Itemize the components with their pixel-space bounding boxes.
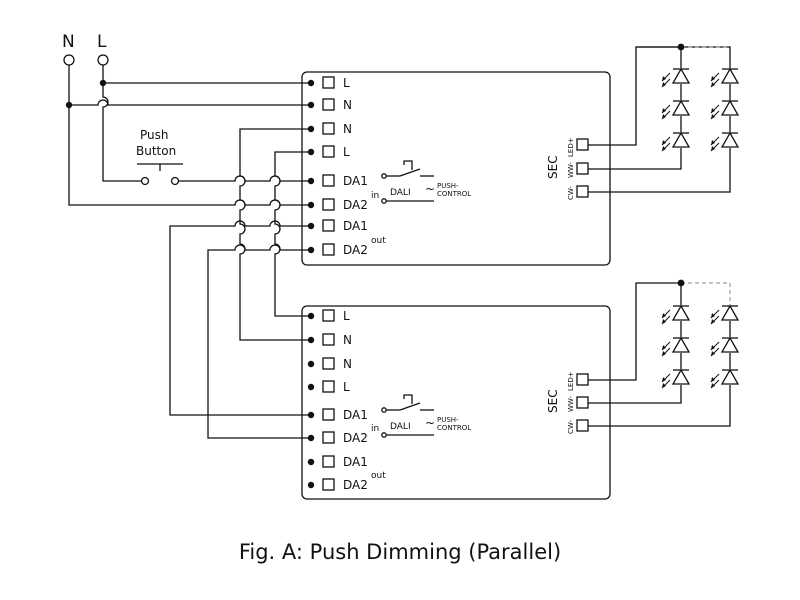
push-button-symbol xyxy=(137,163,308,186)
bottom-terminal-da2-out: DA2 xyxy=(343,478,368,492)
bottom-terminal-da1-out: DA1 xyxy=(343,455,368,469)
bottom-tilde: ~ xyxy=(425,416,435,430)
led-bottom-cw-3 xyxy=(710,369,739,389)
bottom-push-control-2: CONTROL xyxy=(437,424,471,432)
top-terminal-n-1: N xyxy=(343,98,352,112)
bottom-terminal-da1-in: DA1 xyxy=(343,408,368,422)
led-bottom-cw-1 xyxy=(710,305,739,325)
push-button-label-2: Button xyxy=(136,144,176,158)
bottom-terminal-n-2: N xyxy=(343,357,352,371)
bottom-out-label: out xyxy=(371,471,386,481)
top-terminal-da2-out: DA2 xyxy=(343,243,368,257)
top-terminal-l-2: L xyxy=(343,145,350,159)
top-terminal-n-2: N xyxy=(343,122,352,136)
loop-wiring xyxy=(169,128,308,439)
top-terminal-da1-out: DA1 xyxy=(343,219,368,233)
led-bottom-ww-2 xyxy=(661,337,690,357)
bottom-dali-label: DALI xyxy=(390,422,411,432)
led-array-top xyxy=(588,43,739,193)
led-top-cw-1 xyxy=(710,68,739,88)
top-in-label: in xyxy=(371,191,379,201)
driver-bottom-terminal-block xyxy=(307,309,335,491)
bottom-mode-switch xyxy=(381,394,434,438)
bottom-terminal-da2-in: DA2 xyxy=(343,431,368,445)
top-push-control-2: CONTROL xyxy=(437,190,471,198)
led-bottom-ww-3 xyxy=(661,369,690,389)
neutral-label: N xyxy=(62,32,75,52)
neutral-terminal xyxy=(63,54,75,66)
top-output-ww: WW- xyxy=(567,161,575,178)
led-top-cw-3 xyxy=(710,132,739,152)
led-array-bottom xyxy=(588,279,739,427)
led-bottom-ww-1 xyxy=(661,305,690,325)
top-tilde: ~ xyxy=(425,182,435,196)
top-terminal-da2-in: DA2 xyxy=(343,198,368,212)
led-bottom-cw-2 xyxy=(710,337,739,357)
bottom-sec-label: SEC xyxy=(546,389,560,413)
led-top-cw-2 xyxy=(710,100,739,120)
push-button-label-1: Push xyxy=(140,128,169,142)
driver-bottom: L N N L DA1 DA2 DA1 DA2 in out DALI ~ PU… xyxy=(301,305,611,500)
top-dali-label: DALI xyxy=(390,188,411,198)
led-top-ww-1 xyxy=(661,68,690,88)
bottom-terminal-l-1: L xyxy=(343,309,350,323)
bottom-in-label: in xyxy=(371,424,379,434)
top-out-label: out xyxy=(371,236,386,246)
bottom-terminal-n-1: N xyxy=(343,333,352,347)
driver-top: L N N L DA1 DA2 DA1 DA2 in out DALI ~ PU… xyxy=(301,71,611,266)
line-label: L xyxy=(97,32,107,52)
top-output-led-plus: LED+ xyxy=(567,137,575,157)
bottom-output-ww: WW- xyxy=(567,395,575,412)
bottom-output-cw: CW- xyxy=(567,419,575,434)
bottom-terminal-l-2: L xyxy=(343,380,350,394)
driver-top-terminal-block xyxy=(307,76,335,256)
top-terminal-da1-in: DA1 xyxy=(343,174,368,188)
led-top-ww-3 xyxy=(661,132,690,152)
line-terminal xyxy=(97,54,109,66)
top-sec-label: SEC xyxy=(546,155,560,179)
top-terminal-l-1: L xyxy=(343,76,350,90)
bottom-push-control-1: PUSH- xyxy=(437,416,459,424)
mains-wiring xyxy=(65,65,308,206)
led-top-ww-2 xyxy=(661,100,690,120)
top-output-cw: CW- xyxy=(567,185,575,200)
bottom-output-led-plus: LED+ xyxy=(567,371,575,391)
figure-caption: Fig. A: Push Dimming (Parallel) xyxy=(239,540,561,564)
top-push-control-1: PUSH- xyxy=(437,182,459,190)
top-mode-switch xyxy=(381,160,434,204)
